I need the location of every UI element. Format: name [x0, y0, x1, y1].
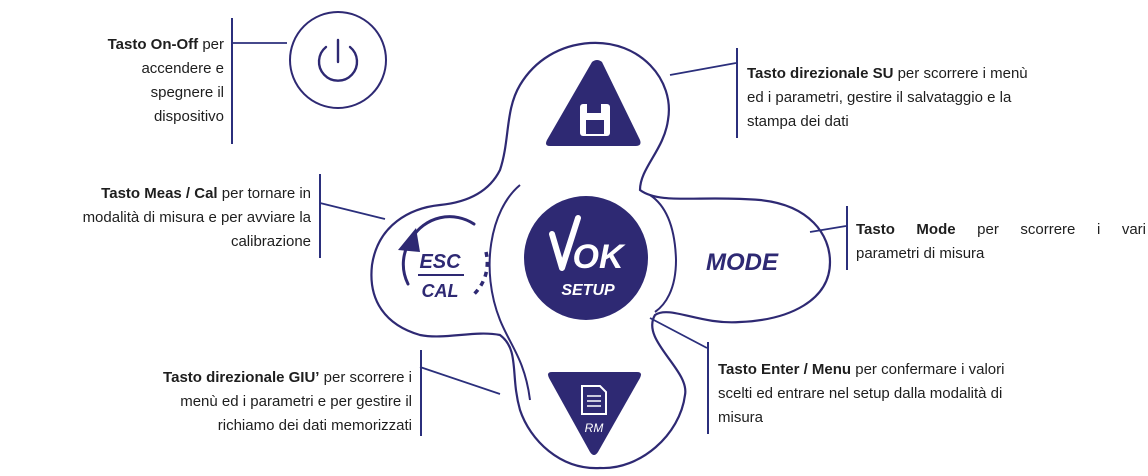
- label-mode-rest: per scorrere i vari: [977, 221, 1146, 238]
- label-up-rest: per scorrere i menù: [897, 65, 1028, 82]
- label-meas-title: Tasto Meas / Cal: [101, 185, 218, 202]
- keypad-inner-curve-left: [488, 184, 531, 401]
- label-enter-title: Tasto Enter / Menu: [718, 361, 852, 378]
- label-up-line-3: stampa dei dati: [747, 113, 849, 130]
- mode-label: MODE: [706, 249, 779, 276]
- label-down-line-2: menù ed i parametri e per gestire il: [180, 393, 412, 410]
- label-power-line-2: accendere e: [141, 60, 224, 77]
- label-meas: Tasto Meas / Cal per tornare in modalità…: [0, 182, 311, 254]
- power-icon: [317, 38, 359, 82]
- up-button[interactable]: [546, 60, 641, 146]
- label-down-line-3: richiamo dei dati memorizzati: [217, 417, 412, 434]
- label-down-title: Tasto direzionale GIU’: [163, 369, 320, 386]
- label-power-line-1: per: [202, 36, 224, 53]
- label-mode-line-2: parametri di misura: [856, 245, 985, 262]
- keypad-outline: [370, 41, 832, 470]
- label-up: Tasto direzionale SU per scorrere i menù…: [747, 62, 1087, 134]
- label-down-rest: per scorrere i: [323, 369, 412, 386]
- mode-button[interactable]: MODE: [706, 249, 779, 276]
- save-floppy-icon: [580, 104, 610, 136]
- keypad-inner-curve-right: [649, 194, 678, 313]
- label-power-title: Tasto On-Off: [107, 36, 199, 53]
- cal-label: CAL: [422, 281, 459, 301]
- bracket-line-power: [231, 18, 233, 144]
- label-down: Tasto direzionale GIU’ per scorrere i me…: [60, 366, 412, 438]
- ok-setup-button[interactable]: OK SETUP: [524, 196, 648, 320]
- label-mode-title: Tasto Mode: [856, 221, 956, 238]
- bracket-line-meas: [319, 174, 321, 258]
- bracket-line-enter: [707, 342, 709, 434]
- label-meas-rest: per tornare in: [221, 185, 311, 202]
- bracket-line-up: [736, 48, 738, 138]
- document-icon: [581, 385, 607, 415]
- esc-cal-button[interactable]: ESC CAL: [398, 215, 490, 301]
- bracket-line-down: [420, 350, 422, 436]
- check-icon: [549, 215, 581, 271]
- ok-label: OK: [573, 238, 626, 276]
- label-enter-line-2: scelti ed entrare nel setup dalla modali…: [718, 385, 1003, 402]
- bracket-line-mode: [846, 206, 848, 270]
- label-enter-rest: per confermare i valori: [855, 361, 1005, 378]
- label-meas-line-3: calibrazione: [230, 233, 311, 250]
- connector-lines: [232, 42, 847, 395]
- label-power-line-3: spegnere il: [150, 84, 224, 101]
- label-enter: Tasto Enter / Menu per confermare i valo…: [718, 358, 1118, 430]
- rm-label: RM: [585, 421, 604, 435]
- label-power-line-4: dispositivo: [153, 108, 224, 125]
- esc-label: ESC: [419, 251, 461, 273]
- circular-arrow-icon: [398, 215, 490, 298]
- label-up-title: Tasto direzionale SU: [747, 65, 894, 82]
- label-mode: Tasto Mode per scorrere i vari parametri…: [856, 218, 1146, 266]
- down-button[interactable]: RM: [548, 372, 641, 455]
- label-power: Tasto On-Off per accendere e spegnere il…: [40, 33, 224, 129]
- power-button[interactable]: [289, 11, 387, 109]
- setup-label: SETUP: [561, 282, 615, 299]
- label-meas-line-2: modalità di misura e per avviare la: [82, 209, 311, 226]
- label-enter-line-3: misura: [718, 409, 764, 426]
- label-up-line-2: ed i parametri, gestire il salvataggio e…: [747, 89, 1012, 106]
